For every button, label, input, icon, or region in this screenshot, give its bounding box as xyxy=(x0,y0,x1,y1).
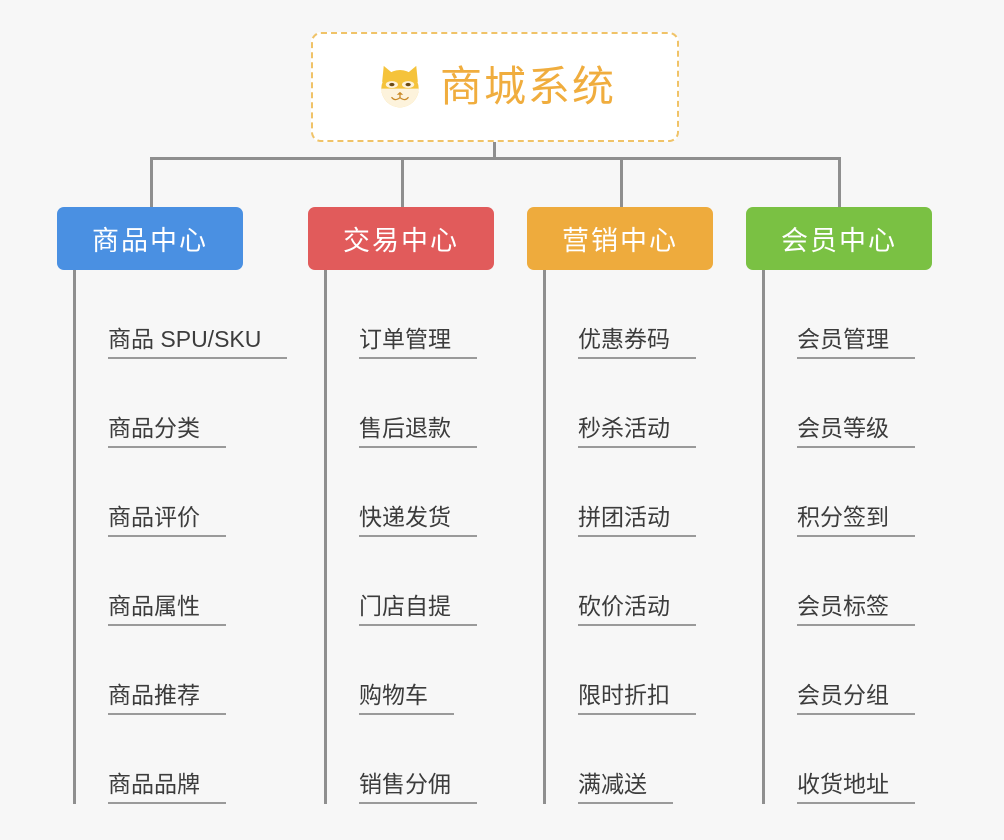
leaf-label: 商品评价 xyxy=(108,505,226,537)
list-item[interactable]: 商品属性 xyxy=(76,537,287,626)
leaf-label: 快递发货 xyxy=(359,505,477,537)
list-item[interactable]: 限时折扣 xyxy=(546,626,713,715)
leaf-list-0: 商品 SPU/SKU 商品分类 商品评价 商品属性 商品推荐 商品品牌 xyxy=(73,270,288,804)
branch-column-2: 营销中心 优惠券码 秒杀活动 拼团活动 砍价活动 限时折扣 满减送 xyxy=(527,207,713,804)
leaf-label: 会员标签 xyxy=(797,594,915,626)
leaf-label: 会员管理 xyxy=(797,327,915,359)
branch-header-2[interactable]: 营销中心 xyxy=(527,207,713,270)
leaf-label: 商品推荐 xyxy=(108,683,226,715)
leaf-list-3: 会员管理 会员等级 积分签到 会员标签 会员分组 收货地址 xyxy=(762,270,932,804)
branch-header-3[interactable]: 会员中心 xyxy=(746,207,932,270)
leaf-label: 收货地址 xyxy=(797,772,915,804)
connector-root-stem xyxy=(493,142,496,160)
list-item[interactable]: 收货地址 xyxy=(765,715,932,804)
leaf-label: 购物车 xyxy=(359,683,454,715)
branch-header-1[interactable]: 交易中心 xyxy=(308,207,494,270)
leaf-label: 商品 SPU/SKU xyxy=(108,327,288,359)
leaf-label: 订单管理 xyxy=(359,327,477,359)
leaf-label: 门店自提 xyxy=(359,594,477,626)
list-item[interactable]: 满减送 xyxy=(546,715,713,804)
list-item[interactable]: 拼团活动 xyxy=(546,448,713,537)
leaf-label: 商品属性 xyxy=(108,594,226,626)
list-item[interactable]: 优惠券码 xyxy=(546,270,713,359)
leaf-label: 售后退款 xyxy=(359,416,477,448)
connector-drop-branch-2 xyxy=(620,157,623,208)
list-item[interactable]: 砍价活动 xyxy=(546,537,713,626)
connector-horizontal-bus xyxy=(150,157,841,160)
leaf-list-2: 优惠券码 秒杀活动 拼团活动 砍价活动 限时折扣 满减送 xyxy=(543,270,713,804)
list-item[interactable]: 售后退款 xyxy=(327,359,494,448)
leaf-label: 满减送 xyxy=(578,772,673,804)
list-item[interactable]: 销售分佣 xyxy=(327,715,494,804)
list-item[interactable]: 商品品牌 xyxy=(76,715,287,804)
connector-drop-branch-0 xyxy=(150,157,153,208)
leaf-label: 会员分组 xyxy=(797,683,915,715)
leaf-label: 会员等级 xyxy=(797,416,915,448)
branch-header-0[interactable]: 商品中心 xyxy=(57,207,243,270)
list-item[interactable]: 购物车 xyxy=(327,626,494,715)
list-item[interactable]: 会员等级 xyxy=(765,359,932,448)
list-item[interactable]: 订单管理 xyxy=(327,270,494,359)
shiba-dog-face-icon xyxy=(381,65,419,108)
leaf-label: 拼团活动 xyxy=(578,505,696,537)
list-item[interactable]: 积分签到 xyxy=(765,448,932,537)
list-item[interactable]: 商品 SPU/SKU xyxy=(76,270,288,359)
leaf-list-1: 订单管理 售后退款 快递发货 门店自提 购物车 销售分佣 xyxy=(324,270,494,804)
list-item[interactable]: 会员管理 xyxy=(765,270,932,359)
leaf-label: 限时折扣 xyxy=(578,683,696,715)
list-item[interactable]: 商品分类 xyxy=(76,359,287,448)
list-item[interactable]: 商品推荐 xyxy=(76,626,287,715)
branch-column-0: 商品中心 商品 SPU/SKU 商品分类 商品评价 商品属性 商品推荐 商品品牌 xyxy=(57,207,288,804)
connector-drop-branch-1 xyxy=(401,157,404,208)
root-node-shop-system[interactable]: 商城系统 xyxy=(311,32,679,142)
leaf-label: 秒杀活动 xyxy=(578,416,696,448)
list-item[interactable]: 会员标签 xyxy=(765,537,932,626)
leaf-label: 积分签到 xyxy=(797,505,915,537)
leaf-label: 销售分佣 xyxy=(359,772,477,804)
leaf-label: 商品分类 xyxy=(108,416,226,448)
connector-drop-branch-3 xyxy=(838,157,841,208)
branch-column-1: 交易中心 订单管理 售后退款 快递发货 门店自提 购物车 销售分佣 xyxy=(308,207,494,804)
list-item[interactable]: 商品评价 xyxy=(76,448,287,537)
leaf-label: 商品品牌 xyxy=(108,772,226,804)
root-node-title: 商城系统 xyxy=(439,63,616,110)
list-item[interactable]: 秒杀活动 xyxy=(546,359,713,448)
branch-column-3: 会员中心 会员管理 会员等级 积分签到 会员标签 会员分组 收货地址 xyxy=(746,207,932,804)
list-item[interactable]: 快递发货 xyxy=(327,448,494,537)
leaf-label: 优惠券码 xyxy=(578,327,696,359)
list-item[interactable]: 门店自提 xyxy=(327,537,494,626)
leaf-label: 砍价活动 xyxy=(578,594,696,626)
list-item[interactable]: 会员分组 xyxy=(765,626,932,715)
